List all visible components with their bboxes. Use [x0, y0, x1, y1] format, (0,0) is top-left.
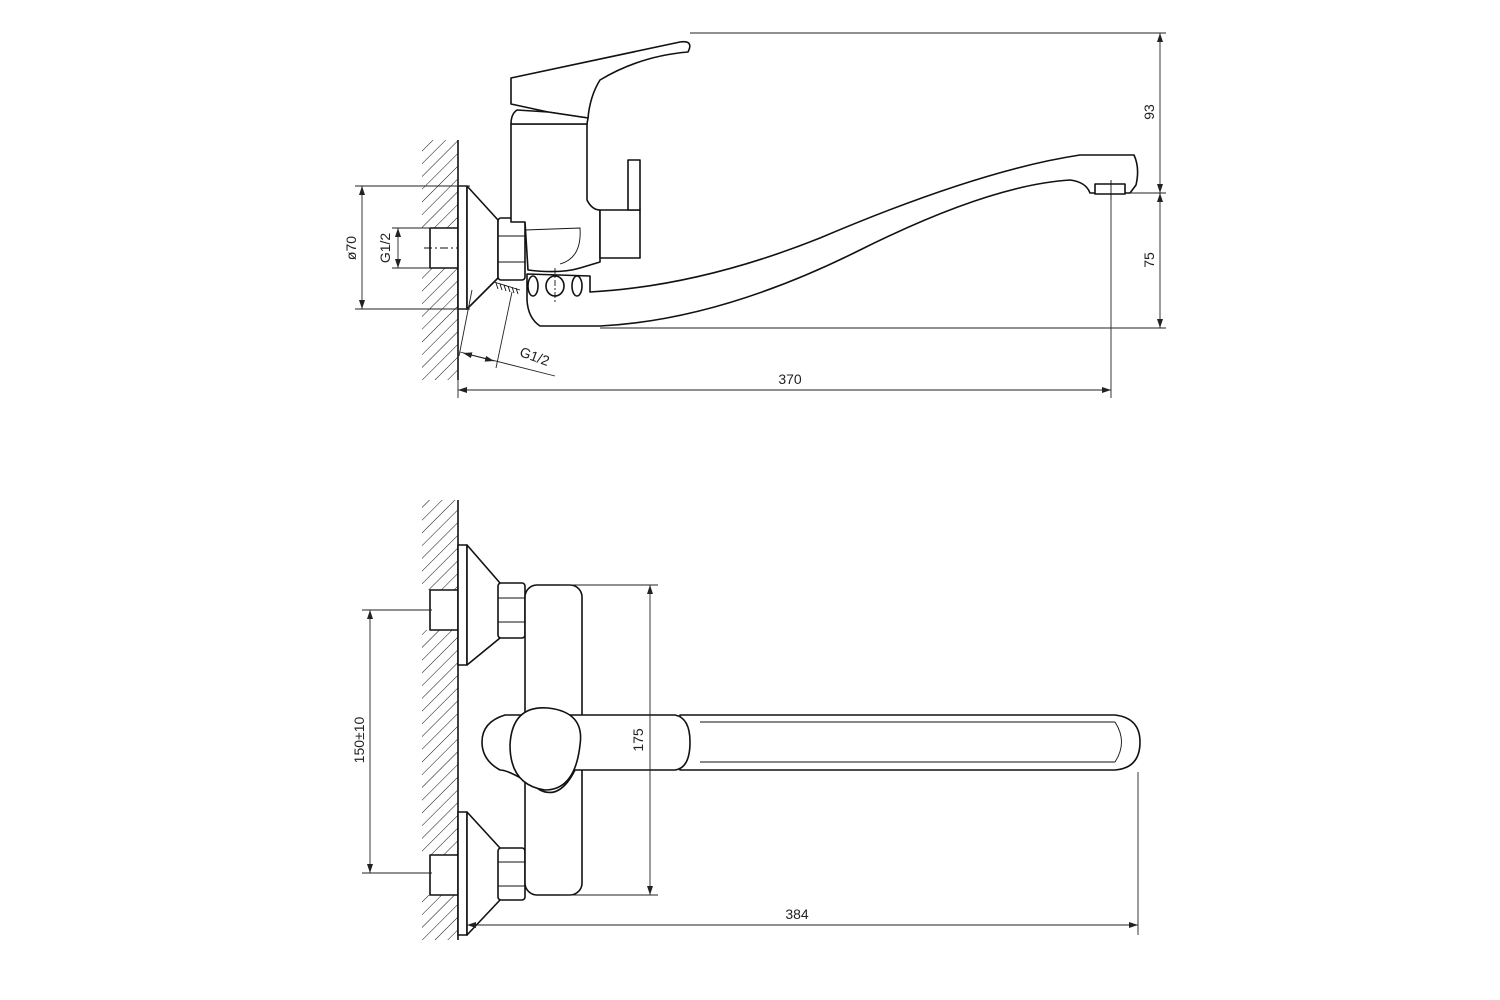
lever-handle	[481, 707, 691, 794]
label-flange-diameter: ø70	[343, 236, 359, 260]
lever-handle	[510, 40, 691, 125]
dimension-flange-diameter: ø70	[343, 185, 470, 310]
lower-inlet	[429, 811, 526, 936]
wall-section	[422, 140, 459, 380]
union-nut	[497, 217, 526, 281]
label-inlet-thread: G1/2	[377, 233, 393, 264]
dimension-inlet-spacing: 150±10	[351, 609, 432, 874]
label-spout-height: 75	[1141, 252, 1157, 268]
mixer-body	[510, 123, 641, 273]
inlet-pipe	[424, 227, 462, 269]
side-view: ø70 G1/2 G1/2 370 93 75	[343, 32, 1166, 398]
dimension-inlet-thread: G1/2	[377, 227, 432, 269]
spout	[526, 154, 1139, 327]
label-inlet-spacing: 150±10	[351, 716, 367, 763]
dimension-vertical: 93 75	[600, 32, 1166, 329]
label-outlet-thread: G1/2	[518, 344, 552, 369]
spout	[679, 714, 1141, 771]
upper-inlet	[429, 544, 526, 666]
top-view: 150±10 175 384	[351, 500, 1141, 940]
label-lever-height: 93	[1141, 104, 1157, 120]
label-total-reach: 370	[778, 371, 802, 387]
dimension-spout-reach: 384	[467, 772, 1139, 935]
label-body-height: 175	[630, 728, 646, 752]
dimension-body-height: 175	[560, 584, 658, 896]
dimension-total-reach: 370	[457, 200, 1112, 398]
label-spout-reach: 384	[785, 906, 809, 922]
